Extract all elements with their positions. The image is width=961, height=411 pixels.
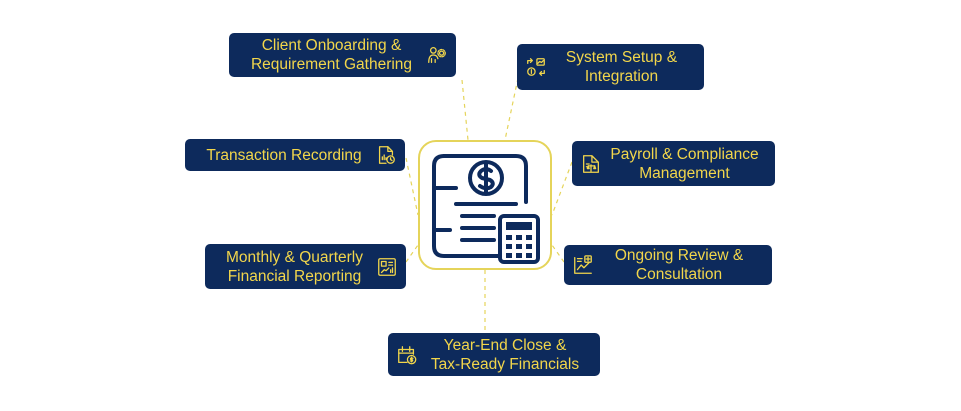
step-label-line1: System Setup & — [565, 49, 678, 66]
step-label-line1: Transaction Recording — [206, 146, 362, 164]
users-gear-icon — [426, 44, 448, 66]
step-payroll-compliance: Payroll & Compliance Management — [572, 141, 775, 186]
calendar-dollar-icon — [396, 344, 418, 366]
step-label: Client Onboarding & Requirement Gatherin… — [237, 36, 426, 74]
system-integration-icon — [525, 56, 547, 78]
step-label-line1: Ongoing Review & — [614, 247, 744, 264]
step-label-line1: Client Onboarding & — [261, 37, 402, 54]
document-clock-icon — [375, 144, 397, 166]
step-label-line2: Tax-Ready Financials — [430, 355, 580, 373]
step-label-line1: Monthly & Quarterly — [226, 248, 363, 266]
step-year-end-close: Year-End Close & Tax-Ready Financials — [388, 333, 600, 376]
step-label-line2: Financial Reporting — [227, 267, 362, 285]
invoice-calculator-icon — [432, 154, 540, 264]
chart-plus-icon — [572, 254, 594, 276]
step-label: Transaction Recording — [193, 146, 375, 165]
step-label-line2: Requirement Gathering — [250, 56, 413, 73]
step-label-line2: Integration — [584, 68, 659, 85]
step-label-line2: Management — [639, 164, 730, 182]
connector-transaction-recording — [405, 157, 419, 216]
step-system-setup: System Setup & Integration — [517, 44, 704, 90]
step-label: Ongoing Review & Consultation — [594, 246, 764, 284]
step-client-onboarding: Client Onboarding & Requirement Gatherin… — [229, 33, 456, 77]
connector-payroll — [551, 161, 573, 216]
center-icon-frame — [418, 140, 552, 270]
step-label-line1: Payroll & Compliance — [610, 145, 759, 163]
step-ongoing-review: Ongoing Review & Consultation — [564, 245, 772, 285]
connector-ongoing-review — [551, 244, 565, 263]
step-label: System Setup & Integration — [547, 48, 696, 86]
connector-monthly-reporting — [405, 244, 419, 263]
step-transaction-recording: Transaction Recording — [185, 139, 405, 171]
document-scale-icon — [580, 153, 602, 175]
connector-system-setup — [504, 77, 519, 141]
step-label: Monthly & Quarterly Financial Reporting — [213, 248, 376, 286]
step-label-line1: Year-End Close & — [443, 336, 567, 354]
step-monthly-reporting: Monthly & Quarterly Financial Reporting — [205, 244, 406, 289]
connector-client-onboarding — [461, 79, 469, 141]
step-label-line2: Consultation — [635, 266, 723, 283]
step-label: Payroll & Compliance Management — [602, 145, 767, 183]
report-chart-icon — [376, 256, 398, 278]
step-label: Year-End Close & Tax-Ready Financials — [418, 336, 592, 374]
